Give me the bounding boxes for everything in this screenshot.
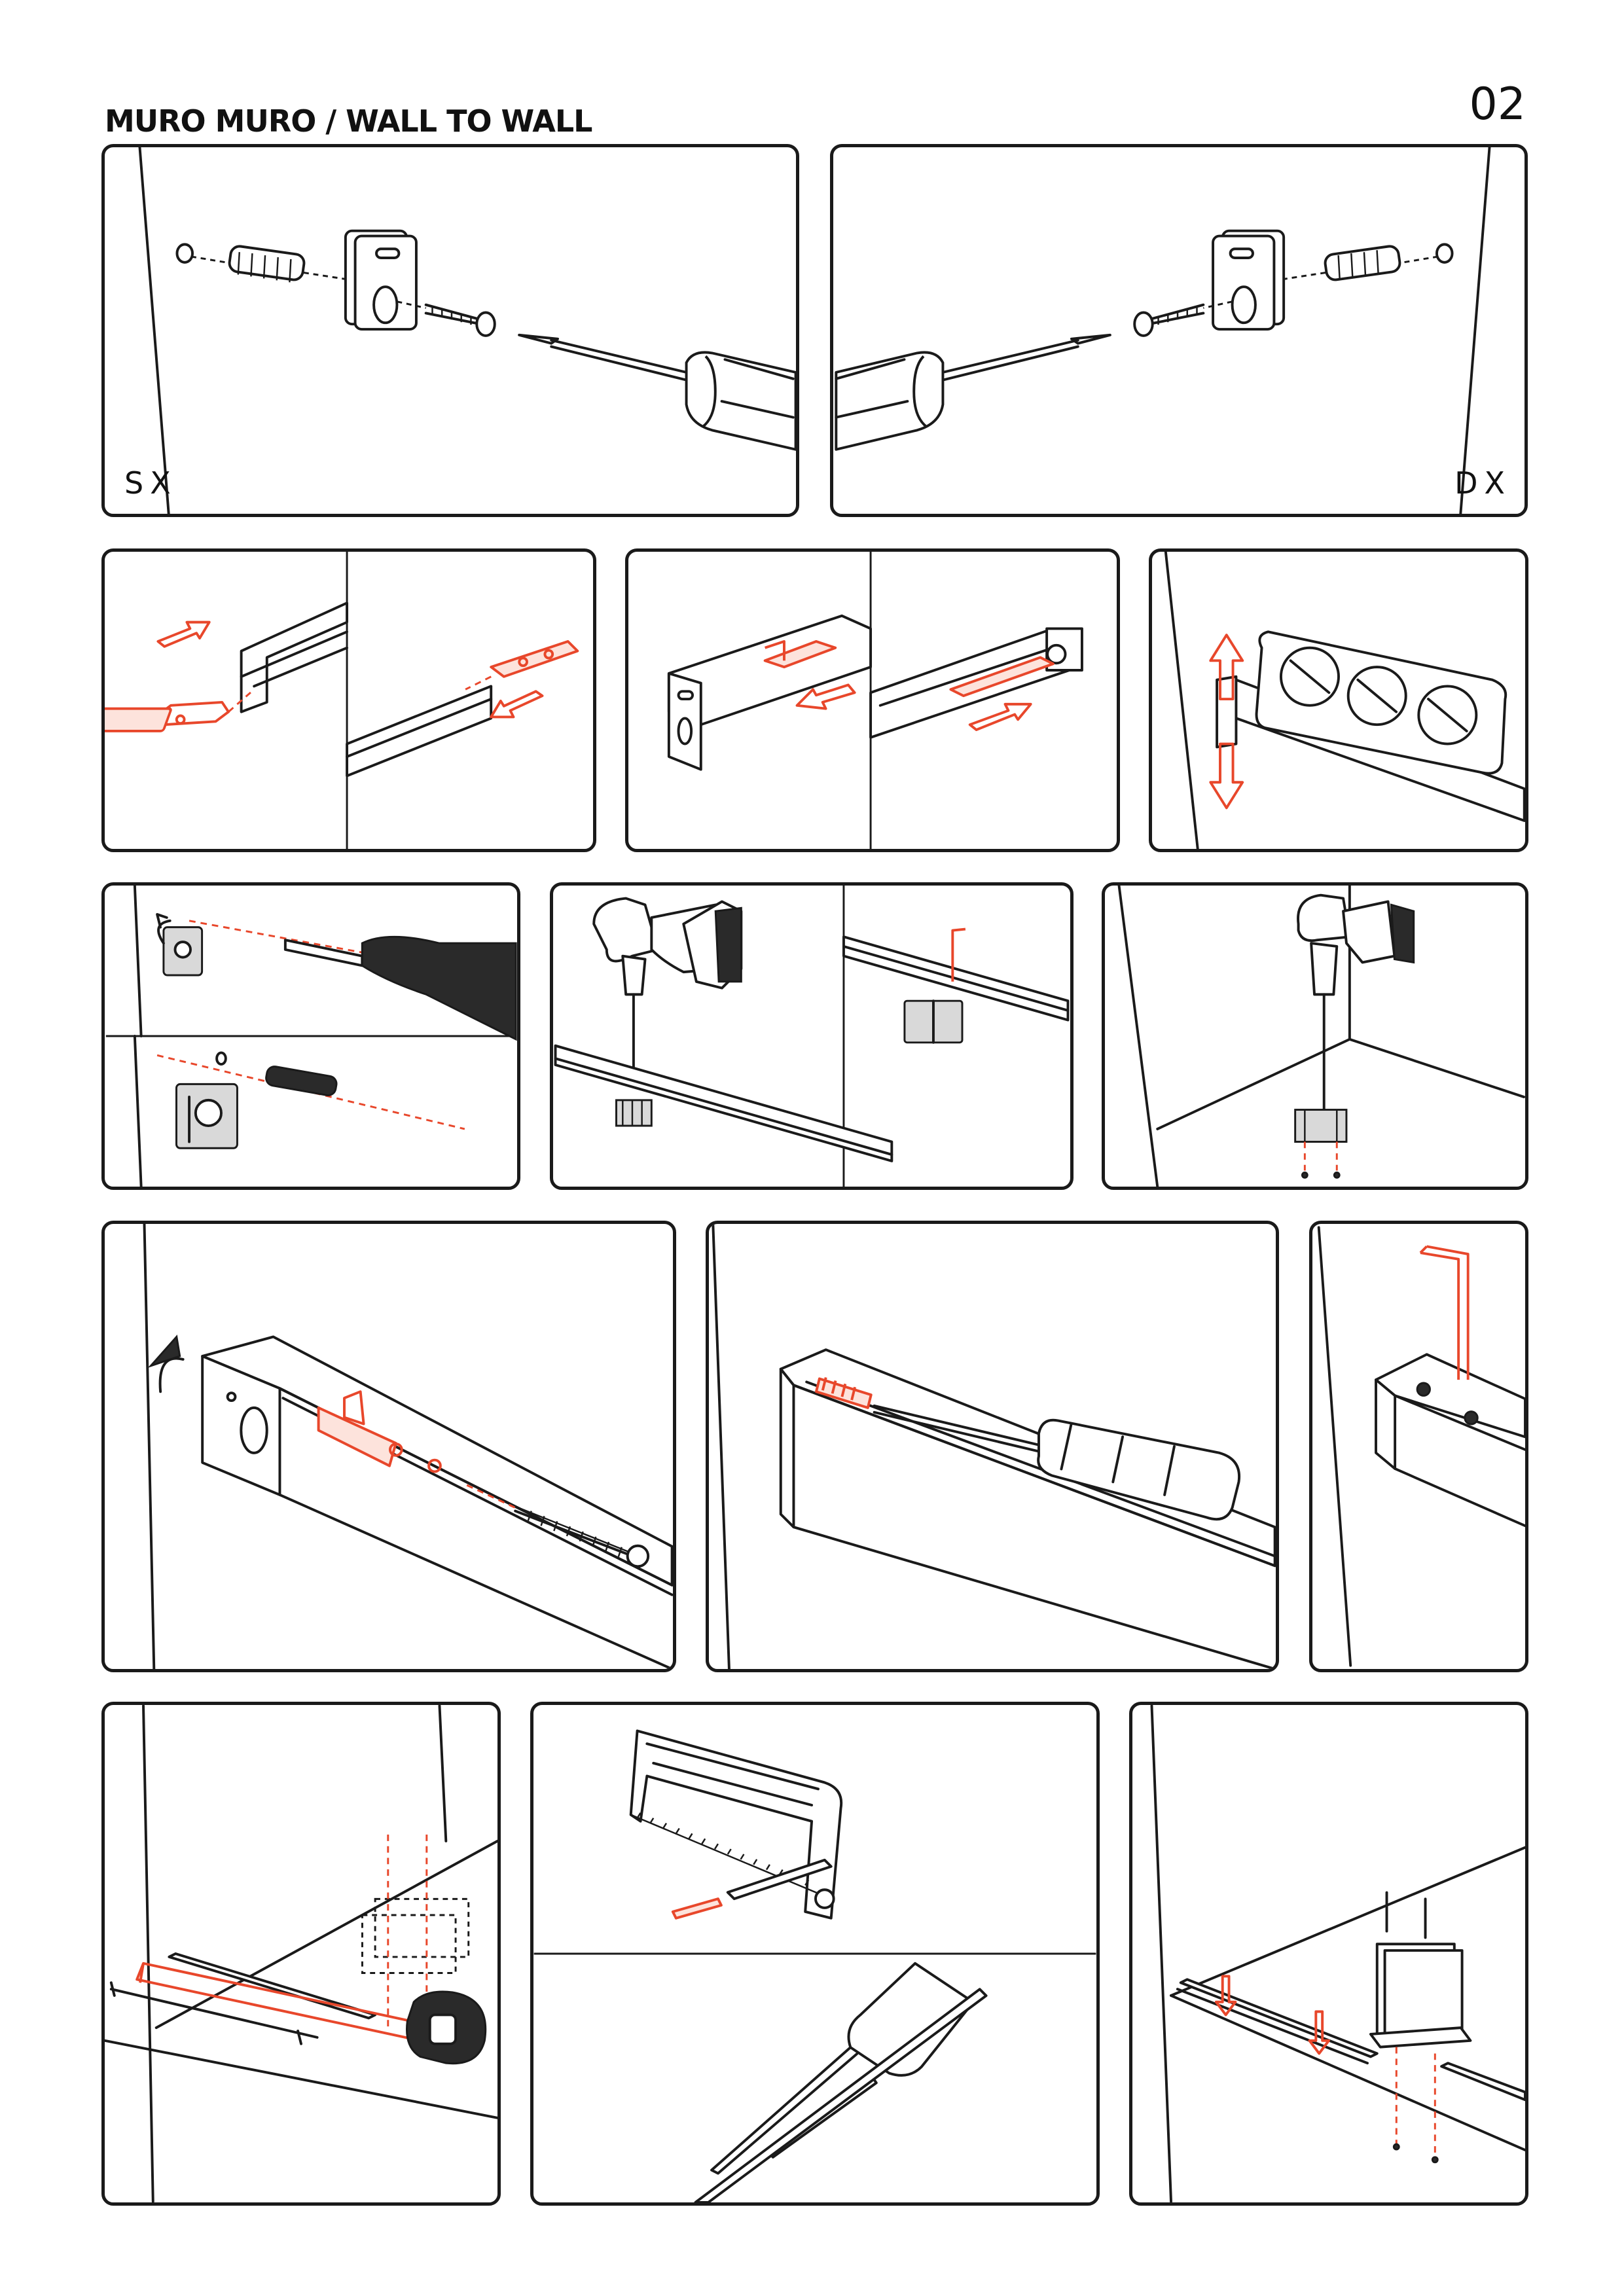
panel-floor-guide (1129, 1702, 1528, 2206)
panel-wall-mount-left: SX (101, 144, 799, 517)
panel-slide-plates (101, 548, 596, 852)
panel-drill-and-anchor (101, 882, 520, 1190)
panel-level-check (1149, 548, 1528, 852)
panel-drill-rail (550, 882, 1074, 1190)
panel-drill-floor (1102, 882, 1528, 1190)
panel-measure-rail (101, 1702, 501, 2206)
panel-cut-and-seal (530, 1702, 1100, 2206)
panel-insert-plate-channel (625, 548, 1120, 852)
left-side-label: SX (124, 465, 177, 501)
slide-plates-illustration (105, 552, 579, 849)
panel-wall-mount-right: DX (830, 144, 1528, 517)
cut-and-seal-illustration (533, 1729, 1096, 2202)
right-side-label: DX (1454, 465, 1511, 501)
insert-plate-channel-illustration (667, 552, 1083, 849)
hex-key-illustration (1317, 1226, 1525, 1667)
drill-floor-illustration (1117, 886, 1525, 1187)
measure-rail-illustration (105, 1705, 497, 2202)
page-number: 02 (1469, 79, 1526, 130)
page-title: MURO MURO / WALL TO WALL (105, 103, 592, 139)
panel-hex-key (1309, 1221, 1528, 1672)
panel-screwdriver-channel (706, 1221, 1279, 1672)
panel-fix-channel-screw (101, 1221, 676, 1672)
drill-and-anchor-illustration (105, 886, 517, 1187)
floor-guide-illustration (1150, 1705, 1525, 2202)
screwdriver-channel-illustration (712, 1224, 1276, 1669)
wall-mount-left-illustration (138, 147, 796, 514)
drill-rail-illustration (554, 886, 1070, 1187)
level-check-illustration (1164, 552, 1525, 849)
wall-mount-right-illustration (835, 147, 1491, 514)
fix-channel-screw-illustration (143, 1224, 673, 1669)
